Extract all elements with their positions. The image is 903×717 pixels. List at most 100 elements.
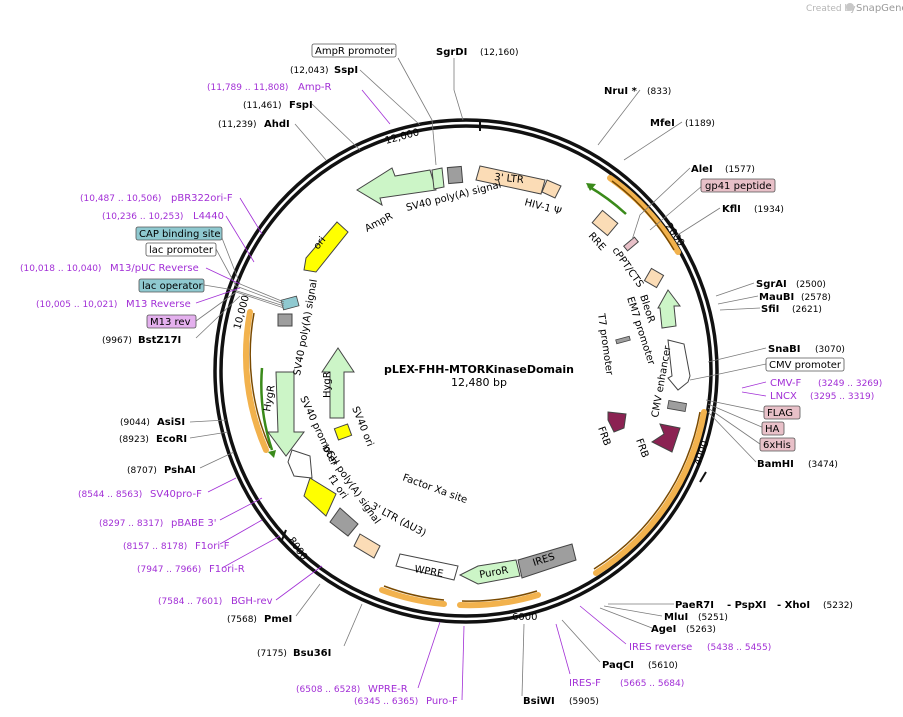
leader-ampr-promoter — [397, 57, 437, 166]
gp41-label: gp41 peptide — [705, 181, 772, 192]
primer-f1ori-r-pos: (7947 .. 7966) — [137, 565, 201, 575]
leader-pshai — [199, 451, 235, 469]
site-ecori-pos: (8923) — [119, 435, 149, 445]
site-sfii-pos: (2621) — [792, 305, 822, 315]
primer-puro-f-pos: (6345 .. 6365) — [354, 697, 418, 707]
site-paer7i-name: PaeR7I — [675, 600, 714, 611]
site-sgrdi-pos: (12,160) — [480, 48, 519, 58]
site-bsu36i-name: Bsu36I — [293, 648, 331, 659]
ampr-promoter-box — [311, 43, 397, 58]
site-agei-pos: (5263) — [686, 625, 716, 635]
leader-mlui — [603, 605, 663, 617]
site-pmei-pos: (7568) — [227, 615, 257, 625]
leader-primer-ires-f — [555, 623, 571, 675]
leader-primer-bgh-rev — [275, 565, 323, 601]
leader-lac-promoter — [215, 248, 285, 305]
leader-primer-puro-f — [461, 625, 465, 701]
orf-arc-w — [242, 309, 269, 453]
primer-l4440-pos: (10,236 .. 10,253) — [102, 212, 183, 222]
sv40-ori-feature — [333, 423, 353, 441]
site-alei-pos: (1577) — [725, 165, 755, 175]
site-mfei-name: MfeI — [650, 118, 675, 129]
leader-fspi — [311, 103, 361, 151]
backbone-outer-strand — [213, 118, 719, 624]
cap-site-label: CAP binding site — [139, 229, 221, 240]
orf-arc-ne-inner — [611, 180, 675, 251]
site-bamhi-pos: (3474) — [808, 460, 838, 470]
leader-primer-cmv-f — [741, 381, 767, 389]
site-asisi-name: AsiSI — [157, 417, 185, 428]
bgh-feature — [329, 507, 359, 537]
primer-amp-r-name: Amp-R — [298, 82, 332, 93]
site-bsu36i-pos: (7175) — [257, 649, 287, 659]
label-sv40-ori: SV40 ori — [349, 405, 375, 448]
tick-mark-8000 — [281, 529, 287, 541]
primer-f1ori-f-pos: (8157 .. 8178) — [123, 542, 187, 552]
site-alei-name: AleI — [691, 164, 713, 175]
backbone-inner-strand — [219, 124, 713, 618]
label-hygr-outer: HygR — [262, 384, 277, 412]
site-bsiwi-pos: (5905) — [569, 697, 599, 707]
leader-bsu36i — [343, 603, 363, 647]
lac-operator-label: lac operator — [142, 281, 203, 292]
site-sfii-name: SfiI — [761, 304, 779, 315]
site-maubi-pos: (2578) — [801, 293, 831, 303]
leader-cmv-promoter — [689, 363, 767, 381]
label-bgh: bGH poly(A) signal — [320, 443, 383, 526]
leader-primer-amp-r — [361, 89, 391, 125]
t7-promoter-feature — [615, 335, 631, 345]
lac-operator-box — [138, 278, 205, 293]
site-paqci-name: PaqCI — [602, 660, 634, 671]
sv40-polya-top-feature — [446, 165, 464, 185]
primer-m13reverse-pos: (10,005 .. 10,021) — [36, 300, 117, 310]
ha-label: HA — [765, 424, 780, 435]
primer-sv40pro-f-name: SV40pro-F — [150, 489, 202, 500]
leader-ahdi — [294, 123, 327, 161]
leader-sfii — [719, 307, 761, 311]
hygr-outer-feature — [267, 371, 305, 457]
label-ampr: AmpR — [363, 211, 395, 235]
primer-l4440-name: L4440 — [193, 211, 224, 222]
site-pshai-pos: (8707) — [127, 466, 157, 476]
primer-lncx-pos: (3295 .. 3319) — [810, 392, 874, 402]
primer-sv40pro-f-pos: (8544 .. 8563) — [78, 490, 142, 500]
leader-kfli — [675, 207, 721, 237]
credit-prefix: Created by — [806, 4, 856, 14]
site-sspi-pos: (12,043) — [290, 66, 329, 76]
site-ahdi-name: AhdI — [264, 119, 290, 130]
leader-6xhis — [707, 407, 761, 445]
lac-promoter-label: lac promoter — [149, 245, 214, 256]
leader-nrui — [597, 89, 641, 146]
leader-alei — [631, 167, 691, 241]
orf-arc-se — [593, 409, 707, 576]
primer-m13puc-name: M13/pUC Reverse — [110, 263, 199, 274]
site-ahdi-pos: (11,239) — [218, 120, 257, 130]
site-bamhi-name: BamHI — [757, 459, 794, 470]
primer-pbabe3-name: pBABE 3' — [171, 518, 217, 529]
site-sspi-name: SspI — [334, 65, 358, 76]
credit-brand: SnapGene — [856, 3, 903, 14]
label-hiv-psi: HIV-1 Ψ — [523, 197, 562, 217]
site-sgrai-name: SgrAI — [756, 279, 787, 290]
site-sgrdi-name: SgrDI — [436, 47, 467, 58]
gp41-box — [700, 178, 776, 193]
ires-feature — [517, 543, 577, 579]
leader-flag — [705, 399, 765, 413]
site-nrui-pos: (833) — [647, 87, 671, 97]
ori-feature — [303, 221, 349, 273]
leader-ha — [707, 403, 765, 429]
leader-sgrdi — [453, 58, 464, 121]
ltr3-feature — [475, 165, 546, 195]
site-agei-name: AgeI — [651, 624, 676, 635]
label-frb-2: FRB — [633, 437, 650, 459]
site-fspi-pos: (11,461) — [243, 101, 282, 111]
leader-pmei — [295, 583, 321, 617]
site-mlui-pos: (5251) — [698, 613, 728, 623]
site-bsiwi-name: BsiWI — [523, 696, 555, 707]
tick-mark-4000 — [699, 471, 707, 483]
leader-primer-wpre-r — [417, 621, 441, 689]
site-fspi-name: FspI — [289, 100, 313, 111]
green-arrow-w — [260, 367, 274, 451]
leader-bsiwi — [521, 623, 525, 697]
ha-box — [761, 421, 785, 436]
